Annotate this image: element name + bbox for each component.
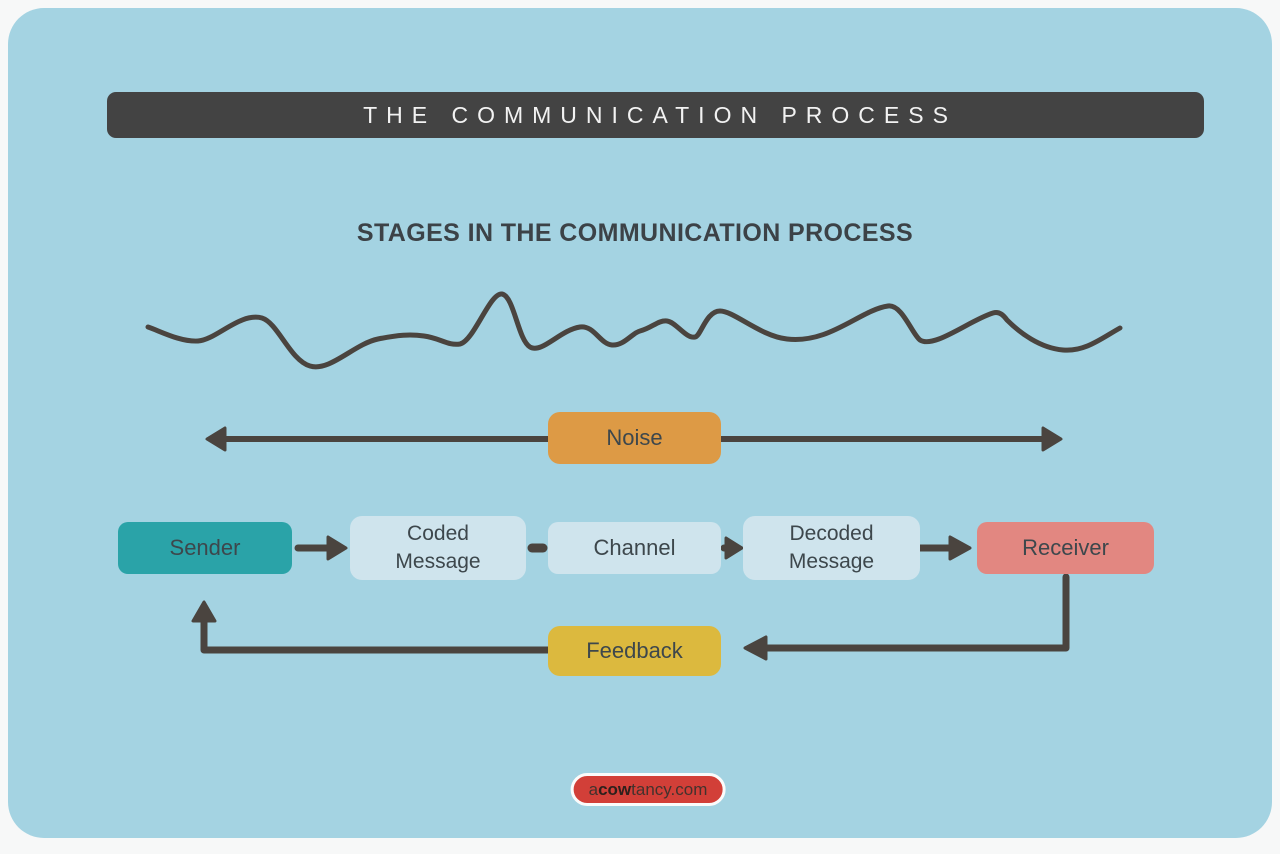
title-bar: THE COMMUNICATION PROCESS [107,92,1204,138]
receiver-to-feedback-arrow [743,573,1070,661]
stage-box-decoded-message: Decoded Message [743,516,920,580]
subtitle: STAGES IN THE COMMUNICATION PROCESS [356,219,914,247]
channel-to-decoded-arrow [720,536,744,560]
stage-label-receiver: Receiver [1022,535,1109,560]
sender-to-coded-arrow [294,535,348,561]
stage-box-channel: Channel [548,522,721,574]
feedback-label: Feedback [586,638,683,663]
noise-wave-squiggle [145,291,1123,370]
diagram-canvas: THE COMMUNICATION PROCESS STAGES IN THE … [8,8,1272,838]
brand-suffix: tancy.com [631,779,708,799]
stage-box-coded-message: Coded Message [350,516,526,580]
stage-label-channel: Channel [593,535,676,560]
stage-label-sender: Sender [169,535,241,560]
decoded-to-receiver-arrow [915,535,972,561]
feedback-to-sender-arrow [191,600,557,654]
brand-highlight: cow [598,779,632,799]
stage-label-coded-message: Coded Message [395,522,481,573]
noise-box: Noise [548,412,721,464]
noise-label: Noise [606,425,663,450]
feedback-box: Feedback [548,626,721,676]
page-title: THE COMMUNICATION PROCESS [363,101,957,128]
stage-box-sender: Sender [118,522,292,574]
connector-layer [145,291,1123,661]
stage-box-receiver: Receiver [977,522,1154,574]
brand-prefix: a [588,779,599,799]
stage-label-decoded-message: Decoded Message [788,522,875,573]
